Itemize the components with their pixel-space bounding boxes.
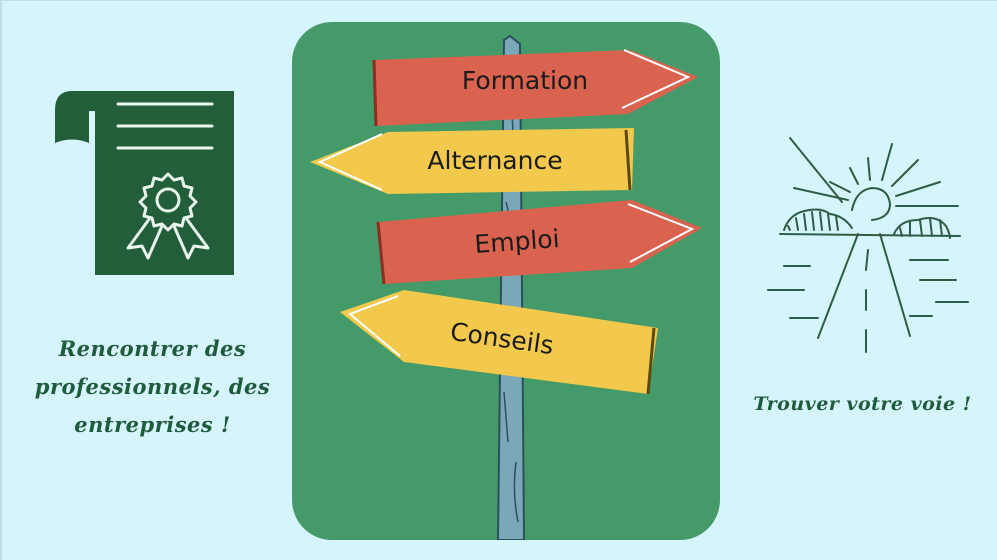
sun-road-landscape-icon <box>767 137 969 353</box>
diploma-icon <box>55 91 234 275</box>
conseils-sign-arrow <box>340 290 658 395</box>
formation-sign-arrow <box>372 49 698 127</box>
alternance-sign-label: Alternance <box>427 146 563 175</box>
signpost-illustration <box>310 34 702 540</box>
alternance-sign-arrow <box>310 128 634 194</box>
left-caption: Rencontrer des professionnels, des entre… <box>20 330 285 444</box>
emploi-sign-arrow <box>376 200 702 285</box>
right-caption: Trouver votre voie ! <box>753 393 972 415</box>
signpost-panel: Formation Alternance Emploi Conseils <box>292 22 720 540</box>
left-caption-line-3: entreprises ! <box>74 412 231 437</box>
left-caption-line-2: professionnels, des <box>34 374 271 399</box>
left-caption-line-1: Rencontrer des <box>58 336 247 361</box>
formation-sign-label: Formation <box>461 66 589 95</box>
